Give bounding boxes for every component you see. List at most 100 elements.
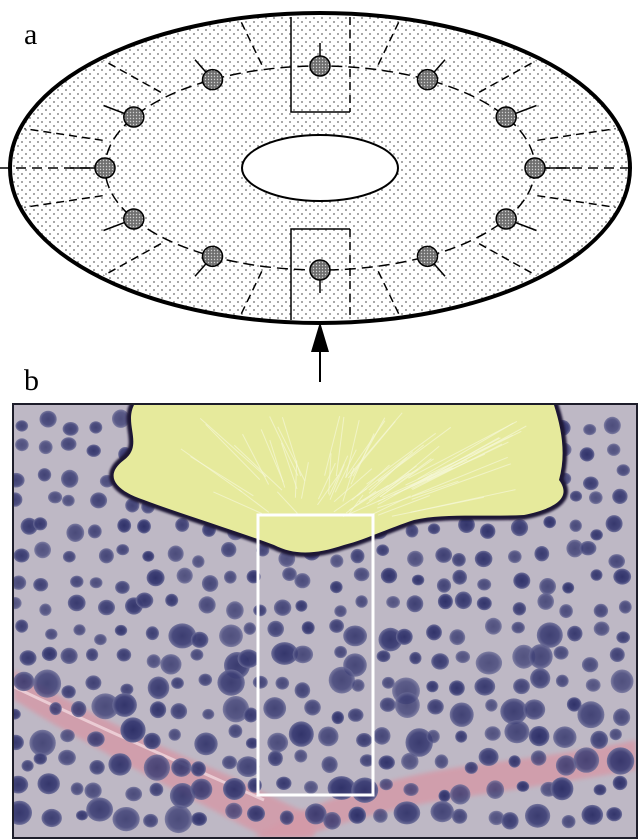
- nucleus: [295, 682, 311, 698]
- tubule-diagram: [0, 0, 638, 400]
- nucleus: [431, 653, 449, 669]
- nucleus: [351, 679, 364, 692]
- nucleus: [94, 634, 107, 645]
- nucleus: [34, 542, 51, 559]
- nucleus: [426, 624, 442, 640]
- nucleus: [202, 709, 214, 720]
- nucleus: [504, 720, 529, 743]
- nucleus: [194, 733, 217, 756]
- nucleus: [89, 421, 102, 433]
- nucleus: [330, 581, 343, 593]
- nucleus: [355, 595, 367, 608]
- nucleus: [577, 701, 604, 728]
- nucleus: [76, 810, 88, 820]
- nucleus: [329, 667, 355, 694]
- nucleus: [380, 698, 396, 712]
- nucleus: [238, 649, 260, 668]
- nucleus: [455, 592, 472, 610]
- nucleus: [594, 604, 608, 618]
- nucleus: [465, 762, 478, 774]
- nucleus: [99, 548, 114, 563]
- nucleus: [171, 703, 188, 719]
- nucleus: [247, 805, 265, 821]
- nucleus: [556, 675, 569, 688]
- nucleus: [479, 748, 499, 766]
- nucleus: [63, 422, 79, 436]
- nucleus: [14, 672, 34, 691]
- nucleus: [199, 596, 216, 613]
- nucleus: [87, 731, 105, 746]
- nucleus: [409, 652, 421, 664]
- nucleus: [282, 567, 297, 581]
- nucleus: [60, 729, 75, 742]
- nucleus: [120, 684, 133, 695]
- nucleus: [15, 620, 28, 633]
- nucleus: [486, 780, 504, 799]
- nucleus: [289, 721, 314, 746]
- nucleus: [428, 523, 440, 534]
- nucleus: [168, 546, 184, 562]
- nucleus: [607, 747, 634, 774]
- nucleus: [267, 621, 284, 637]
- arrow-icon: [311, 322, 329, 352]
- nucleus: [34, 753, 47, 765]
- nucleus: [68, 595, 86, 612]
- nucleus: [191, 761, 206, 776]
- nucleus: [49, 702, 61, 715]
- nucleus: [604, 417, 621, 434]
- nucleus: [485, 618, 502, 635]
- nucleus: [165, 805, 193, 833]
- nucleus: [293, 646, 313, 664]
- cell: [418, 246, 438, 266]
- nucleus: [562, 815, 576, 828]
- nucleus: [511, 519, 528, 536]
- nucleus: [586, 679, 601, 692]
- nucleus: [160, 654, 181, 674]
- micrograph: [12, 403, 638, 839]
- nucleus: [517, 781, 530, 792]
- cell: [496, 209, 516, 229]
- nucleus: [98, 600, 115, 615]
- nucleus: [612, 489, 627, 504]
- nucleus: [373, 809, 388, 823]
- nucleus: [16, 420, 29, 431]
- nucleus: [395, 692, 420, 718]
- nucleus: [594, 784, 607, 795]
- nucleus: [244, 622, 256, 635]
- nucleus: [590, 731, 608, 749]
- nucleus: [412, 575, 424, 586]
- nucleus: [439, 790, 451, 802]
- nucleus: [531, 750, 547, 765]
- nucleus: [268, 751, 283, 767]
- nucleus: [396, 629, 413, 645]
- nucleus: [20, 650, 37, 665]
- cell: [310, 56, 330, 76]
- nucleus: [117, 518, 131, 532]
- nucleus: [574, 747, 600, 772]
- nucleus: [280, 811, 294, 825]
- nucleus: [376, 544, 389, 556]
- nucleus: [332, 711, 344, 724]
- nucleus: [267, 733, 288, 753]
- nucleus: [199, 674, 213, 686]
- nucleus: [477, 579, 491, 591]
- nucleus: [143, 814, 158, 828]
- nucleus: [570, 520, 582, 532]
- nucleus: [202, 575, 218, 592]
- nucleus: [351, 549, 365, 563]
- nucleus: [85, 783, 102, 799]
- nucleus: [512, 622, 525, 634]
- nucleus: [116, 544, 129, 555]
- nucleus: [431, 801, 454, 822]
- nucleus: [613, 708, 630, 726]
- nucleus: [407, 595, 424, 612]
- nucleus: [244, 708, 259, 723]
- nucleus: [86, 798, 113, 822]
- nucleus: [89, 760, 104, 775]
- nucleus: [403, 783, 418, 796]
- nucleus: [373, 727, 390, 745]
- panel-b-label: b: [24, 366, 39, 396]
- nucleus: [610, 647, 625, 662]
- nucleus: [223, 778, 246, 800]
- nucleus: [221, 542, 236, 557]
